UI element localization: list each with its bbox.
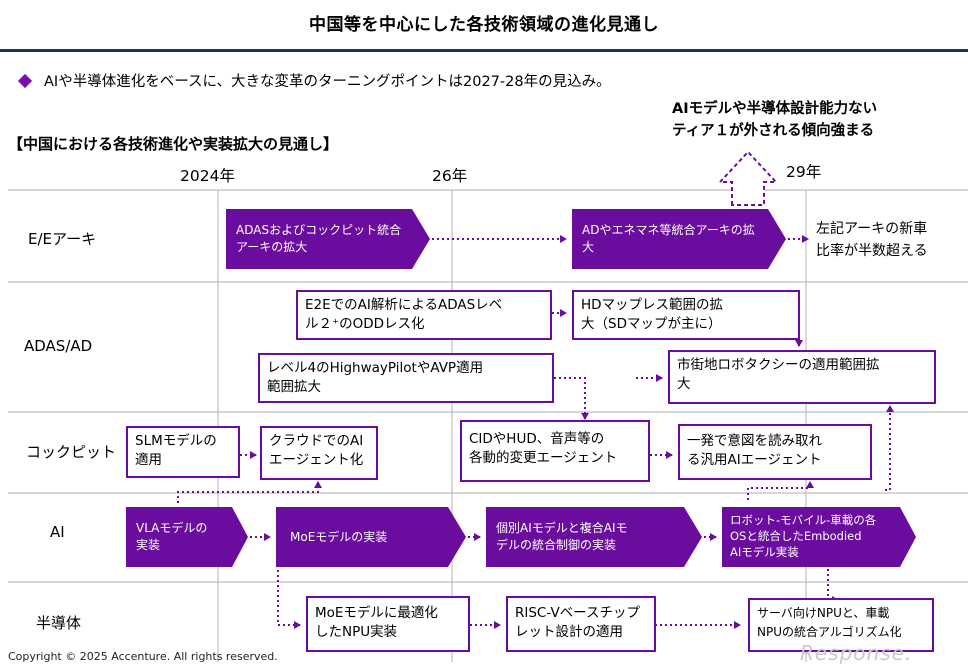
chevron-ai-3-text: 個別AIモデルと複合AIモデルの統合制御の実装 [496,521,628,552]
chevron-ai-2-text: MoEモデルの実装 [290,530,388,544]
chevron-ee-2 [572,209,786,269]
callout-line-1: AIモデルや半導体設計能力ない [672,101,878,117]
lane-label-semiconductor: 半導体 [36,614,82,632]
box-adas-e2e: E2EでのAI解析によるADASレベル２⁺のODDレス化 [296,290,552,340]
lane-label-ai: AI [50,523,65,541]
connector [277,565,301,629]
chevron-ee-2-text: ADやエネマネ等統合アーキの拡大 [582,223,755,254]
chevron-ai-3 [486,507,702,567]
connector [747,481,814,500]
connector [554,377,589,420]
lane-label-ee: E/Eアーキ [28,230,97,248]
year-29: 29年 [786,163,822,181]
chevron-ai-2 [276,507,466,567]
box-semi-riscv: RISC-Vベースチップレット設計の適用 [506,596,656,652]
dotted-connectors [177,235,894,629]
box-semi-moe-npu: MoEモデルに最適化したNPU実装 [306,596,470,652]
chevron-ai-4 [722,507,916,567]
box-adas-robotaxi: 市街地ロボタクシーの適用範囲拡大 [668,350,936,404]
title-rule [0,49,968,52]
response-watermark: Response. [800,641,913,665]
summary-bullet: AIや半導体進化をベースに、大きな変革のターニングポイントは2027-28年の見… [16,70,611,91]
summary-text: AIや半導体進化をベースに、大きな変革のターニングポイントは2027-28年の見… [44,74,611,90]
chevron-ee-1 [226,209,430,269]
box-cockpit-cid-hud: CIDやHUD、音声等の各動的変更エージェント [460,420,650,482]
up-arrow-icon [717,150,779,206]
page-title: 中国等を中心にした各技術領域の進化見通し [309,15,659,35]
callout-line-2: ティア１が外される傾向強まる [672,123,875,139]
chevron-ee-1-text: ADASおよびコックピット統合アーキの拡大 [236,223,402,254]
box-adas-highwaypilot: レベル4のHighwayPilotやAVP適用範囲拡大 [258,353,554,403]
ee-note: 左記アーキの新車比率が半数超える [816,221,928,259]
connector [177,481,322,503]
chevron-ai-1 [126,507,248,567]
connector [827,569,839,604]
lane-label-adas: ADAS/AD [24,337,93,355]
box-adas-hdmapless: HDマップレス範囲の拡大（SDマップが主に） [572,290,800,340]
box-cockpit-general-ai-agent: 一発で意図を読み取れる汎用AIエージェント [678,424,872,480]
year-2024: 2024年 [180,167,235,185]
chevron-ai-1-text: VLAモデルの実装 [136,521,208,552]
copyright-text: Copyright © 2025 Accenture. All rights r… [8,650,278,663]
box-cockpit-slm: SLMモデルの適用 [126,426,240,478]
lane-label-cockpit: コックピット [26,443,117,461]
connector [885,405,894,491]
tier1-callout: AIモデルや半導体設計能力ない ティア１が外される傾向強まる [672,98,877,142]
year-26: 26年 [432,167,468,185]
section-title: 【中国における各技術進化や実装拡大の見通し】 [8,135,339,153]
